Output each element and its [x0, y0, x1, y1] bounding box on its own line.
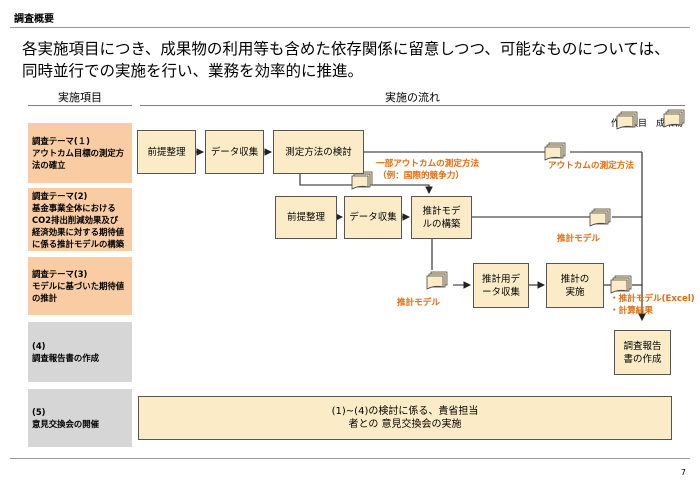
- section-title: 調査概要: [14, 14, 54, 25]
- deliverable-icon-row1-mid: [351, 171, 373, 190]
- theme-1-title: 調査テーマ(１): [32, 136, 90, 146]
- column-header-items: 実施項目: [58, 91, 102, 104]
- theme-4-title: (4): [32, 341, 46, 351]
- theme-5-title: (5): [32, 407, 46, 417]
- task-report: 調査報告書の作成: [614, 330, 671, 375]
- theme-5: (5) 意見交換会の開催: [28, 389, 132, 447]
- deliverable-model-row2: 推計モデル: [557, 234, 600, 244]
- deliverable-model-row3: 推計モデル: [397, 298, 440, 308]
- deliverable-icon-row2-end: [589, 208, 611, 227]
- deliverable-partial-outcome-example: （例：国際的競争力）: [378, 171, 464, 181]
- theme-1-body: アウトカム目標の測定方法の確立: [32, 148, 125, 170]
- theme-2-title: 調査テーマ(2): [32, 190, 88, 201]
- lead-text: 各実施項目につき、成果物の利用等も含めた依存関係に留意しつつ、可能なものについて…: [22, 40, 670, 80]
- task-data-collection-1: データ収集: [205, 130, 264, 174]
- task-estimation-run: 推計の実施: [546, 263, 604, 308]
- deliverable-calc-results: ・計算結果: [610, 306, 653, 316]
- legend-task-icon: [616, 111, 638, 130]
- task-exchange-meeting: (1)~(4)の検討に係る、貴省担当者との 意見交換会の実施: [138, 396, 672, 440]
- task-measurement-method: 測定方法の検討: [273, 130, 364, 174]
- task-premise-1: 前提整理: [137, 130, 196, 174]
- header-rule: [10, 27, 690, 28]
- page-number: 7: [680, 468, 686, 477]
- deliverable-model-excel: ・推計モデル(Excel): [610, 294, 695, 304]
- deliverable-icon-row1-end: [544, 142, 566, 161]
- column-underline-items: [28, 105, 132, 106]
- column-header-flow: 実施の流れ: [385, 91, 440, 104]
- theme-2-body: 基金事業全体における CO2排出削減効果及び 経済効果に対する期待値 に係る推計…: [32, 202, 125, 249]
- deliverable-outcome-method: アウトカムの測定方法: [548, 161, 634, 171]
- theme-1: 調査テーマ(１) アウトカム目標の測定方法の確立: [28, 123, 132, 183]
- legend-deliverable-icon: [663, 109, 685, 128]
- deliverable-partial-outcome: 一部アウトカムの測定方法: [376, 159, 480, 169]
- deliverable-icon-row3-end: [610, 275, 632, 294]
- task-model-build: 推計モデルの構築: [411, 196, 472, 239]
- task-data-collection-2: データ収集: [344, 196, 402, 239]
- theme-5-body: 意見交換会の開催: [32, 419, 99, 429]
- theme-4: (4) 調査報告書の作成: [28, 322, 132, 382]
- task-estimation-data: 推計用データ収集: [473, 263, 529, 308]
- theme-3: 調査テーマ(3) モデルに基づいた期待値の推計: [28, 257, 132, 315]
- theme-2: 調査テーマ(2)基金事業全体における CO2排出削減効果及び 経済効果に対する期…: [28, 188, 132, 251]
- theme-3-body: モデルに基づいた期待値の推計: [32, 281, 125, 303]
- column-underline-flow: [140, 105, 685, 106]
- footer-rule: [10, 458, 690, 459]
- deliverable-icon-row3-start: [426, 271, 448, 290]
- theme-4-body: 調査報告書の作成: [32, 353, 99, 363]
- task-premise-2: 前提整理: [275, 196, 337, 239]
- theme-3-title: 調査テーマ(3): [32, 269, 88, 279]
